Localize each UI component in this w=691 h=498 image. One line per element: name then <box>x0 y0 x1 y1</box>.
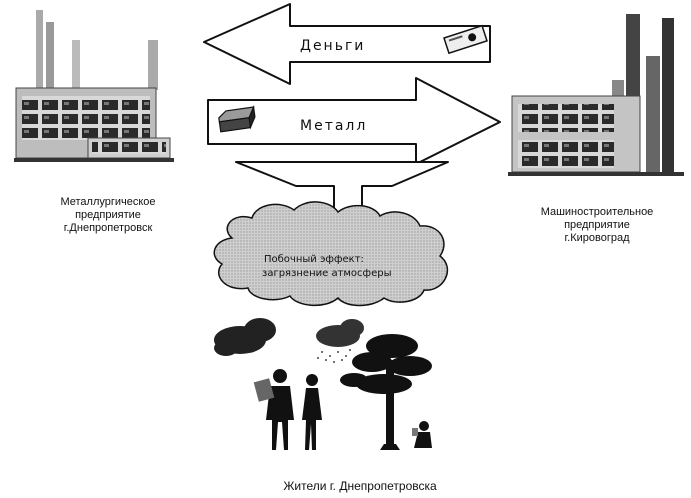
side-effect-line1: Побочный эффект: <box>264 254 364 265</box>
left-enterprise-line2: предприятие <box>75 209 141 221</box>
person-man-reading-icon <box>253 369 294 450</box>
left-factory-icon <box>14 10 174 162</box>
rain-icon <box>317 349 351 363</box>
child-sitting-icon <box>412 421 432 448</box>
pollution-cloud-icon: Побочный эффект: загрязнение атмосферы <box>213 201 449 307</box>
money-flow-arrow: Деньги <box>203 3 491 85</box>
metal-flow-arrow: Металл <box>207 77 501 165</box>
money-label: Деньги <box>300 38 365 54</box>
left-enterprise-line3: г.Днепропетровск <box>63 222 153 234</box>
left-enterprise-label: Металлургическое предприятие г.Днепропет… <box>28 196 188 235</box>
right-factory-icon <box>508 14 684 176</box>
rain-cloud-icon <box>316 319 364 347</box>
right-enterprise-label: Машиностроительное предприятие г.Кировог… <box>512 206 682 245</box>
person-woman-icon <box>302 374 322 450</box>
side-effect-line2: загрязнение атмосферы <box>262 268 392 279</box>
right-enterprise-line3: г.Кировоград <box>564 232 630 244</box>
left-enterprise-line1: Металлургическое <box>60 196 156 208</box>
tree-icon <box>340 334 432 450</box>
banknote-icon <box>443 24 488 55</box>
metal-label: Металл <box>300 118 367 134</box>
residents-label: Жители г. Днепропетровска <box>283 479 437 493</box>
right-enterprise-line1: Машиностроительное <box>540 206 654 218</box>
metal-ingot-icon <box>218 105 256 133</box>
right-enterprise-line2: предприятие <box>564 219 630 231</box>
dark-cloud-icon <box>214 318 276 356</box>
